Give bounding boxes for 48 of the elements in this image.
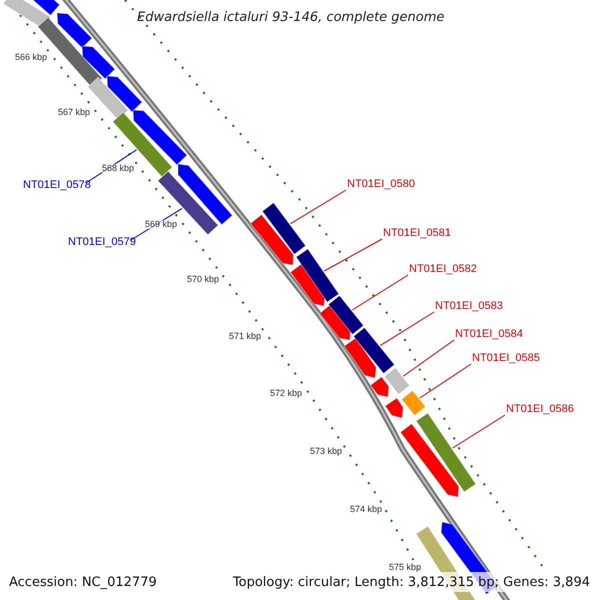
gene-feature (132, 109, 188, 166)
position-label: 567 kbp (58, 108, 90, 117)
gene-feature (400, 390, 426, 416)
gene-label: NT01EI_0584 (455, 329, 523, 340)
gene-feature (352, 326, 396, 374)
leader-line (86, 149, 137, 184)
leader-line (130, 208, 183, 240)
gene-label: NT01EI_0585 (472, 353, 540, 364)
gene-label: NT01EI_0579 (68, 237, 136, 248)
genome-summary: Topology: circular; Length: 3,812,315 bp; Genes: 3,894 (232, 576, 590, 589)
position-label: 572 kbp (270, 389, 302, 398)
position-label: 575 kbp (389, 563, 422, 572)
gene-feature (262, 202, 306, 255)
gene-feature (400, 423, 460, 498)
gene-label: NT01EI_0581 (383, 228, 451, 239)
gene-feature (178, 163, 233, 226)
gene-label: NT01EI_0580 (347, 179, 415, 190)
position-label: 568 kbp (102, 164, 134, 173)
position-label: 573 kbp (310, 447, 342, 456)
gene-label: NT01EI_0582 (409, 264, 477, 275)
position-label: 569 kbp (145, 220, 178, 229)
position-label: 574 kbp (350, 505, 382, 514)
gene-feature (416, 412, 476, 493)
position-label: 571 kbp (229, 332, 262, 341)
leader-line (380, 312, 434, 346)
leader-line (290, 190, 346, 224)
gene-feature (344, 337, 377, 379)
leader-line (352, 274, 408, 310)
gene-feature (384, 397, 404, 419)
title: Edwardsiella ictaluri 93-146, complete genome (137, 11, 444, 24)
gene-label: NT01EI_0583 (435, 301, 503, 312)
gene-feature (106, 75, 143, 113)
gene-label: NT01EI_0586 (506, 404, 574, 415)
gene-feature (328, 294, 364, 336)
gene-feature (296, 248, 340, 303)
gene-label: NT01EI_0578 (23, 180, 91, 191)
leader-line (402, 340, 454, 377)
accession-label: Accession: NC_012779 (9, 576, 157, 589)
leader-line (419, 364, 472, 398)
gene-feature (370, 376, 390, 398)
leader-line (324, 238, 382, 272)
gene-feature (384, 367, 410, 395)
position-label: 566 kbp (15, 53, 48, 62)
gene-feature (250, 214, 294, 266)
leader-line (452, 414, 506, 448)
gene-feature (56, 12, 93, 49)
gene-feature (81, 45, 116, 80)
position-label: 570 kbp (187, 275, 220, 284)
